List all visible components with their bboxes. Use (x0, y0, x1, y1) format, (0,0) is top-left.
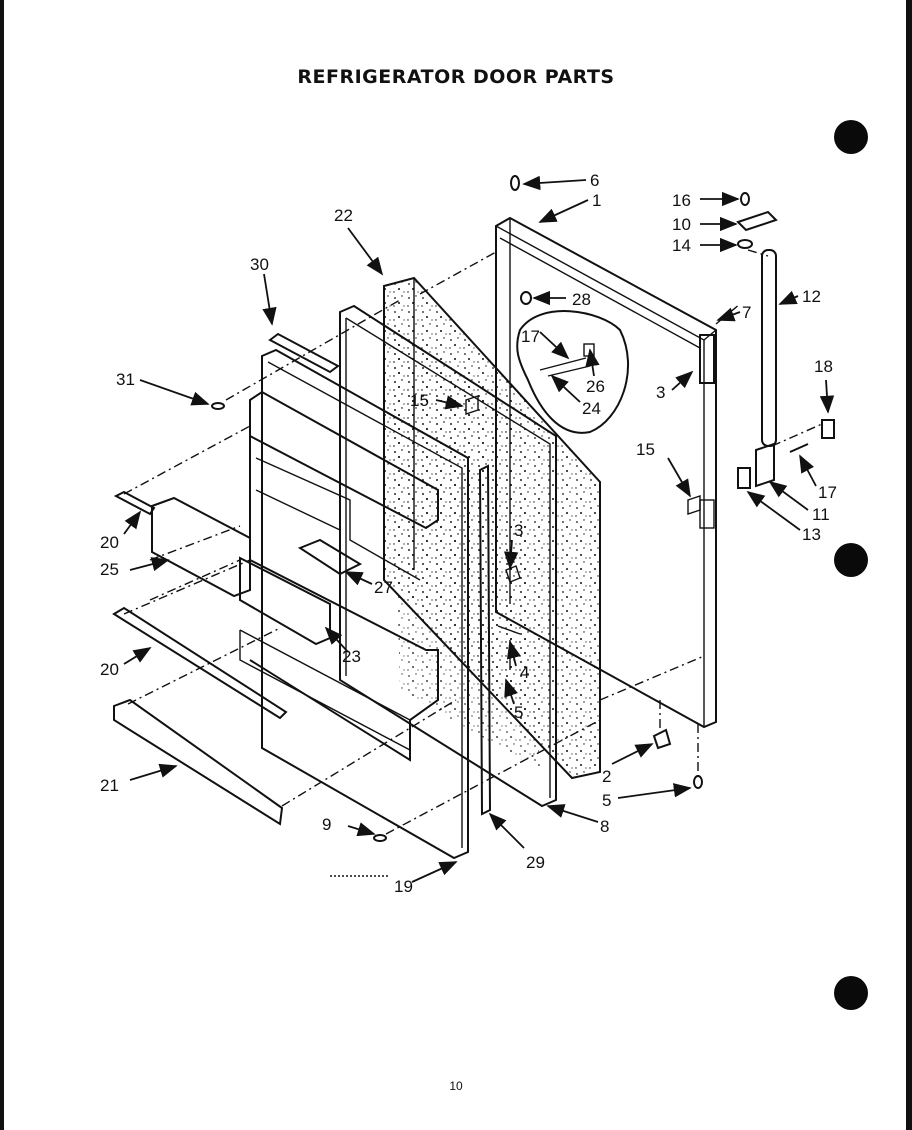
binder-hole-icon (834, 976, 868, 1010)
part-label: 11 (812, 505, 830, 524)
part-label: 17 (818, 483, 837, 502)
dairy-door (239, 556, 331, 646)
part-label: 21 (100, 776, 119, 795)
left-border (0, 0, 4, 1130)
right-border (906, 0, 912, 1130)
plug-icon (520, 291, 532, 305)
part-label: 4 (520, 663, 529, 682)
part-label: 31 (116, 370, 135, 389)
clip-icon (465, 395, 479, 415)
part-label: 24 (582, 399, 601, 418)
part-label: 16 (672, 191, 691, 210)
part-label: 5 (514, 703, 523, 722)
part-label: 30 (250, 255, 269, 274)
detail-screw-lines (539, 357, 591, 377)
page-title: REFRIGERATOR DOOR PARTS (297, 66, 615, 88)
bottom-trim (113, 698, 284, 826)
part-label: 22 (334, 206, 353, 225)
door-stop-icon (652, 728, 672, 750)
binder-hole-icon (834, 543, 868, 577)
top-trim-strip (268, 332, 340, 374)
part-label: 15 (410, 391, 429, 410)
detail-callout-bubble (516, 310, 629, 434)
inner-door-liner (239, 348, 469, 860)
shelf-retainer-lower (112, 606, 288, 720)
hinge-bracket-icon (687, 495, 701, 515)
part-label: 20 (100, 533, 119, 552)
shelf-retainer-upper (113, 490, 156, 516)
part-label: 12 (802, 287, 821, 306)
part-label: 25 (100, 560, 119, 579)
hinge-pin-tube (761, 249, 777, 447)
breaker-strip (478, 464, 492, 816)
part-label: 2 (602, 767, 611, 786)
part-label: 20 (100, 660, 119, 679)
upper-hinge-parts (736, 192, 778, 249)
part-label: 10 (672, 215, 691, 234)
part-label: 3 (514, 521, 523, 540)
part-label: 27 (374, 578, 393, 597)
dairy-bin (151, 496, 251, 598)
page-number: 10 (449, 1079, 463, 1093)
screw-icon (211, 402, 225, 410)
part-label: 14 (672, 236, 691, 255)
part-label: 28 (572, 290, 591, 309)
screw-icon (373, 834, 387, 842)
part-label: 6 (590, 171, 599, 190)
screw-icon (510, 175, 520, 191)
part-label: 13 (802, 525, 821, 544)
part-label: 7 (742, 303, 751, 322)
part-label: 29 (526, 853, 545, 872)
lower-hinge-parts (737, 419, 835, 489)
part-label: 23 (342, 647, 361, 666)
binder-hole-icon (834, 120, 868, 154)
part-label: 9 (322, 815, 331, 834)
part-label: 1 (592, 191, 601, 210)
detail-bracket (583, 343, 595, 357)
part-label: 17 (521, 327, 540, 346)
part-label: 15 (636, 440, 655, 459)
part-label: 3 (656, 383, 665, 402)
screw-icon (693, 775, 703, 789)
part-label: 8 (600, 817, 609, 836)
part-label: 19 (394, 877, 413, 896)
part-label: 18 (814, 357, 833, 376)
part-label: 5 (602, 791, 611, 810)
part-label: 26 (586, 377, 605, 396)
